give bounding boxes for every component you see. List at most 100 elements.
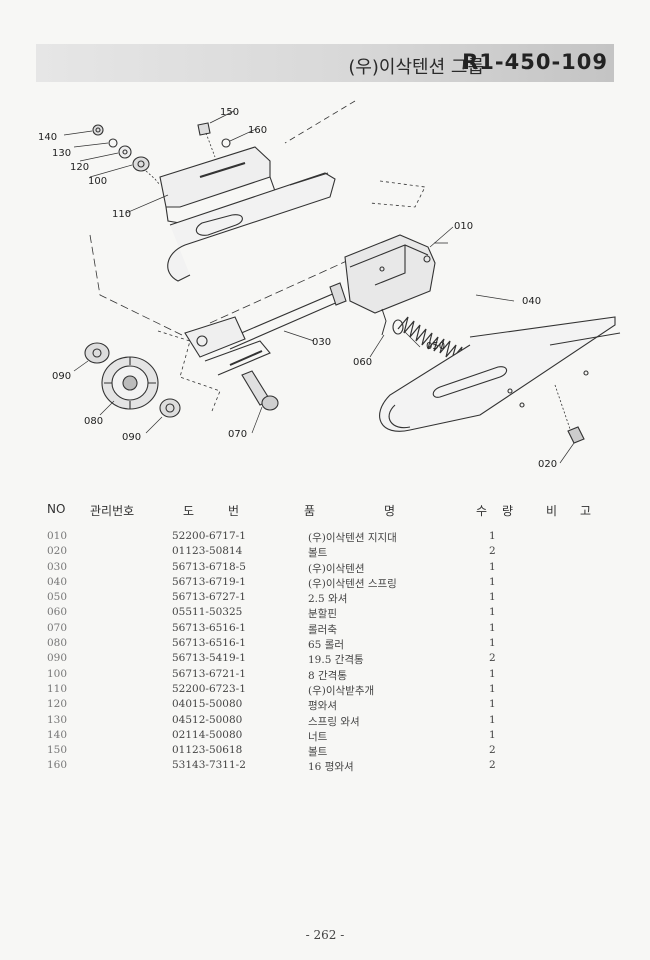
part-name: 평와셔 <box>308 700 337 713</box>
part-number: 01123-50814 <box>172 545 243 558</box>
table-row: 150 01123-50618 볼트 2 <box>0 744 650 759</box>
part-name: (우)이삭받추개 <box>308 684 375 697</box>
table-row: 060 05511-50325 분할핀 1 <box>0 606 650 621</box>
col-mgmt-number: 관리번호 <box>90 504 135 518</box>
part-name: 스프링 와셔 <box>308 715 360 728</box>
part-name: 분할핀 <box>308 608 337 621</box>
col-no: NO <box>47 502 66 516</box>
part-name: 볼트 <box>308 746 328 759</box>
table-row: 100 56713-6721-1 8 간격통 1 <box>0 668 650 683</box>
quantity: 2 <box>489 759 496 772</box>
callout-010: 010 <box>454 221 473 232</box>
table-row: 160 53143-7311-2 16 평와셔 2 <box>0 759 650 774</box>
part-name: (우)이삭텐션 지지대 <box>308 532 397 544</box>
callout-160: 160 <box>248 125 267 136</box>
part-name: 2.5 와셔 <box>308 593 348 606</box>
table-row: 080 56713-6516-1 65 롤러 1 <box>0 637 650 652</box>
callout-040: 040 <box>522 296 541 307</box>
quantity: 1 <box>489 698 496 711</box>
table-row: 040 56713-6719-1 (우)이삭텐션 스프링 1 <box>0 576 650 591</box>
item-no: 140 <box>47 728 68 741</box>
callout-080: 080 <box>84 416 103 427</box>
col-qty-a: 수 <box>476 504 488 518</box>
col-drawing-a: 도 <box>183 504 195 518</box>
item-no: 060 <box>47 606 68 619</box>
callout-100: 100 <box>88 176 107 187</box>
table-row: 110 52200-6723-1 (우)이삭받추개 1 <box>0 683 650 698</box>
callout-030: 030 <box>312 337 331 348</box>
col-remark-a: 비 <box>546 504 558 518</box>
item-no: 130 <box>47 713 68 726</box>
callout-090-top: 090 <box>52 371 71 382</box>
part-name: (우)이삭텐션 스프링 <box>308 577 397 590</box>
part-number: 56713-6727-1 <box>172 591 246 604</box>
part-name: 19.5 간격통 <box>308 654 364 667</box>
item-no: 070 <box>47 621 68 634</box>
quantity: 1 <box>489 606 496 619</box>
callout-090-bottom: 090 <box>122 432 141 443</box>
table-row: 090 56713-5419-1 19.5 간격통 2 <box>0 652 650 667</box>
part-number: 56713-6721-1 <box>172 667 246 680</box>
table-row: 050 56713-6727-1 2.5 와셔 1 <box>0 591 650 606</box>
quantity: 1 <box>489 667 496 680</box>
callout-070: 070 <box>228 429 247 440</box>
part-number: 56713-6719-1 <box>172 575 246 588</box>
callout-150: 150 <box>220 107 239 118</box>
callout-130: 130 <box>52 148 71 159</box>
group-title: (우)이삭텐션 그룹 <box>348 57 484 78</box>
section-header: (우)이삭텐션 그룹 R1-450-109 <box>36 44 614 82</box>
part-name: 볼트 <box>308 547 328 560</box>
part-name: 65 롤러 <box>308 639 345 652</box>
part-name: 롤러축 <box>308 623 337 636</box>
item-no: 030 <box>47 560 68 573</box>
part-number: 56713-6516-1 <box>172 637 246 650</box>
table-row: 010 52200-6717-1 (우)이삭텐션 지지대 1 <box>0 530 650 545</box>
part-number: 56713-5419-1 <box>172 652 246 665</box>
table-row: 140 02114-50080 너트 1 <box>0 729 650 744</box>
col-name-b: 명 <box>384 504 396 518</box>
quantity: 2 <box>489 652 496 665</box>
item-no: 090 <box>47 652 68 665</box>
callout-060: 060 <box>353 357 372 368</box>
item-no: 020 <box>47 545 68 558</box>
quantity: 1 <box>489 713 496 726</box>
callout-140: 140 <box>38 132 57 143</box>
part-number: 56713-6718-5 <box>172 560 246 573</box>
quantity: 1 <box>489 728 496 741</box>
callout-050: 050 <box>426 341 445 352</box>
callout-120: 120 <box>70 162 89 173</box>
exploded-parts-diagram: 150 160 140 130 120 100 110 010 040 030 … <box>38 100 621 470</box>
quantity: 2 <box>489 545 496 558</box>
col-qty-b: 량 <box>502 504 514 518</box>
part-number: 52200-6717-1 <box>172 530 246 542</box>
page-number: - 262 - <box>305 928 345 942</box>
quantity: 1 <box>489 637 496 650</box>
table-row: 120 04015-50080 평와셔 1 <box>0 698 650 713</box>
group-code: R1-450-109 <box>462 50 608 74</box>
item-no: 010 <box>47 530 68 542</box>
quantity: 1 <box>489 621 496 634</box>
table-row: 070 56713-6516-1 롤러축 1 <box>0 622 650 637</box>
callout-020: 020 <box>538 459 557 470</box>
part-name: 8 간격통 <box>308 669 347 682</box>
part-number: 53143-7311-2 <box>172 759 246 772</box>
item-no: 110 <box>47 682 68 695</box>
item-no: 120 <box>47 698 68 711</box>
callout-110: 110 <box>112 209 131 220</box>
item-no: 150 <box>47 744 68 757</box>
part-number: 56713-6516-1 <box>172 621 246 634</box>
part-number: 01123-50618 <box>172 744 243 757</box>
part-number: 52200-6723-1 <box>172 682 246 695</box>
quantity: 1 <box>489 591 496 604</box>
quantity: 1 <box>489 560 496 573</box>
part-name: 너트 <box>308 730 328 743</box>
part-name: 16 평와셔 <box>308 761 354 774</box>
col-drawing-b: 번 <box>228 504 240 518</box>
parts-table-header: NO 관리번호 도 번 품 명 수 량 비 고 <box>0 502 650 520</box>
col-name-a: 품 <box>304 504 316 518</box>
col-remark-b: 고 <box>580 504 592 518</box>
item-no: 100 <box>47 667 68 680</box>
part-number: 05511-50325 <box>172 606 243 619</box>
parts-table: 010 52200-6717-1 (우)이삭텐션 지지대 1 020 01123… <box>0 530 650 775</box>
